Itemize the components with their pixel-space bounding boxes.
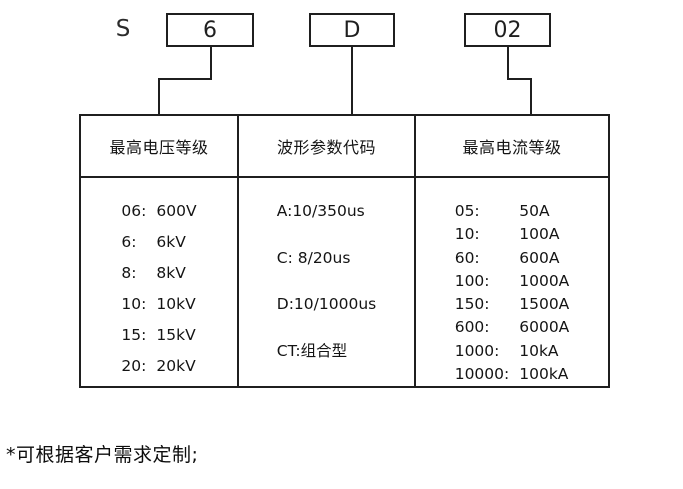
entry-list-current: 05: 50A 10: 100A 60: 600A 100: 1000A 150… (455, 200, 570, 386)
list-item: 20: 20kV (121, 355, 196, 386)
entry-value: 100kA (519, 364, 569, 383)
column-body-current: 05: 50A 10: 100A 60: 600A 100: 1000A 150… (416, 178, 608, 386)
entry-value: 1500A (519, 295, 570, 313)
model-code-value-waveform: D (343, 17, 361, 43)
model-code-box-current: 02 (464, 13, 551, 47)
column-body-voltage: 06: 600V 6: 6kV 8: 8kV 10: 10kV 15: 15 (81, 178, 237, 386)
entry-code: 100: (454, 271, 490, 290)
model-code-prefix: S (115, 16, 131, 42)
entry-code: 10: (121, 295, 147, 313)
entry-value: 100A (519, 225, 560, 244)
entry-code: 150: (454, 295, 490, 313)
entry-code: D:10/1000us (276, 295, 377, 313)
list-item: 60: 600A (455, 247, 570, 270)
entry-value: 8kV (156, 264, 186, 282)
connector-voltage (158, 47, 212, 114)
list-item: 600: 6000A (455, 316, 570, 339)
list-item: 150: 1500A (455, 293, 570, 316)
entry-code: 10: (454, 225, 480, 244)
entry-list-voltage: 06: 600V 6: 6kV 8: 8kV 10: 10kV 15: 15 (121, 200, 196, 386)
entry-list-waveform: A:10/350us C: 8/20us D:10/1000us CT:组合型 (277, 200, 376, 386)
list-item: 05: 50A (455, 200, 570, 223)
entry-value: 50A (519, 202, 550, 220)
entry-code: 60: (454, 248, 480, 267)
entry-code: C: 8/20us (276, 248, 351, 267)
entry-code: 1000: (454, 341, 500, 360)
footnote-text: *可根据客户需求定制; (6, 444, 199, 466)
entry-value: 10kV (156, 295, 196, 313)
list-item: 06: 600V (121, 200, 196, 231)
entry-value: 600A (519, 248, 560, 267)
table-column-waveform: 波形参数代码 A:10/350us C: 8/20us D:10/1000us … (239, 116, 416, 386)
list-item: CT:组合型 (277, 340, 376, 387)
entry-code: 8: (121, 264, 137, 282)
entry-code: 06: (121, 202, 147, 220)
list-item: D:10/1000us (277, 293, 376, 340)
entry-value: 6kV (156, 233, 186, 251)
column-header-waveform: 波形参数代码 (239, 116, 414, 178)
model-code-value-voltage: 6 (203, 17, 217, 43)
model-code-value-current: 02 (493, 17, 522, 43)
table-column-current: 最高电流等级 05: 50A 10: 100A 60: 600A 100: 10… (416, 116, 608, 386)
connector-current (507, 47, 532, 114)
list-item: A:10/350us (277, 200, 376, 247)
entry-code: 10000: (454, 364, 510, 383)
entry-code: 20: (121, 357, 147, 375)
entry-code: CT:组合型 (276, 341, 348, 360)
list-item: 15: 15kV (121, 324, 196, 355)
entry-code: 15: (121, 326, 147, 344)
table-column-voltage: 最高电压等级 06: 600V 6: 6kV 8: 8kV 10: 10kV (81, 116, 239, 386)
list-item: 1000: 10kA (455, 340, 570, 363)
entry-value: 15kV (156, 326, 196, 344)
list-item: 6: 6kV (121, 231, 196, 262)
list-item: 10: 100A (455, 223, 570, 246)
list-item: 8: 8kV (121, 262, 196, 293)
list-item: 10000: 100kA (455, 363, 570, 386)
list-item: 10: 10kV (121, 293, 196, 324)
entry-code: 6: (121, 233, 137, 251)
specification-table: 最高电压等级 06: 600V 6: 6kV 8: 8kV 10: 10kV (79, 114, 610, 388)
entry-code: 05: (454, 202, 480, 220)
entry-value: 10kA (519, 341, 559, 360)
entry-code: A:10/350us (276, 202, 365, 220)
list-item: 100: 1000A (455, 270, 570, 293)
entry-code: 600: (454, 318, 490, 337)
model-code-box-voltage: 6 (166, 13, 254, 47)
model-code-box-waveform: D (309, 13, 395, 47)
column-header-voltage: 最高电压等级 (81, 116, 237, 178)
entry-value: 1000A (519, 271, 570, 290)
list-item: C: 8/20us (277, 247, 376, 294)
column-header-current: 最高电流等级 (416, 116, 608, 178)
entry-value: 600V (156, 202, 197, 220)
entry-value: 6000A (519, 318, 570, 337)
column-body-waveform: A:10/350us C: 8/20us D:10/1000us CT:组合型 (239, 178, 414, 386)
entry-value: 20kV (156, 357, 196, 375)
